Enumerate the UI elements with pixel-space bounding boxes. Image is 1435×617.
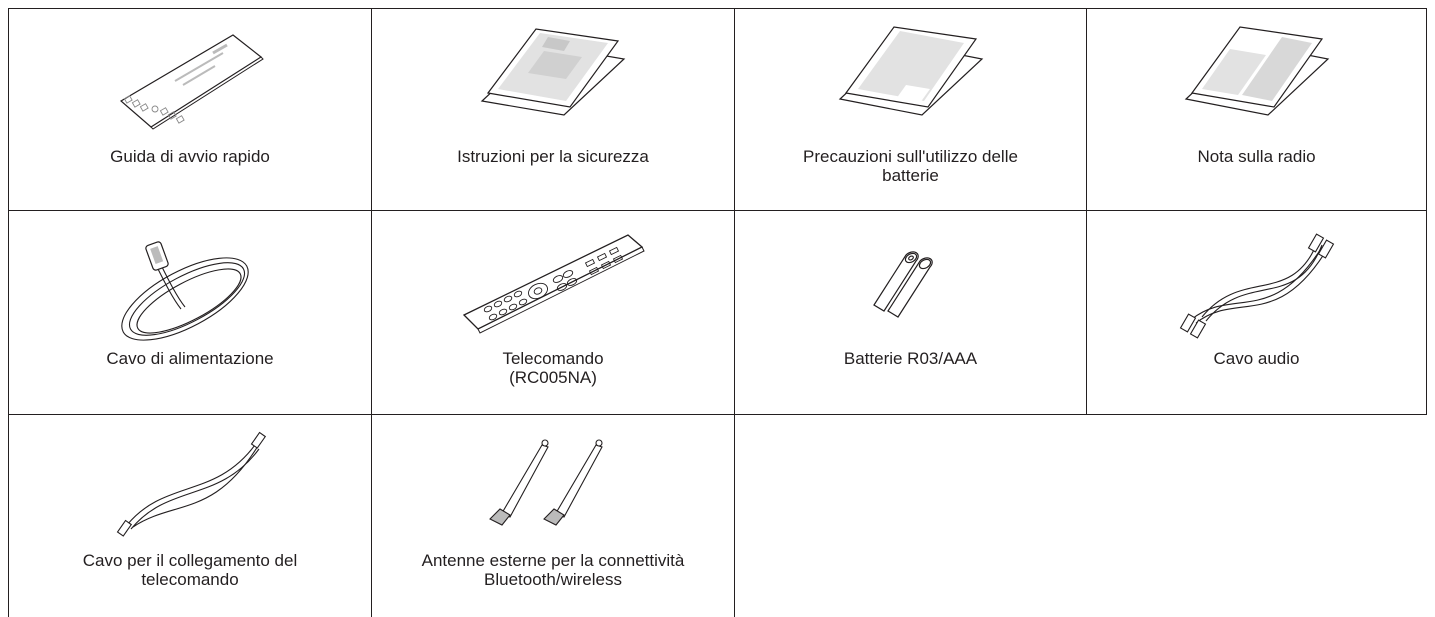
accessory-cell-battery-precautions: Precauzioni sull'utilizzo delle batterie bbox=[735, 9, 1086, 210]
accessory-cell-batteries: Batterie R03/AAA bbox=[735, 211, 1086, 414]
accessory-label: Cavo di alimentazione bbox=[106, 349, 274, 368]
accessory-cell-safety-instructions: Istruzioni per la sicurezza bbox=[372, 9, 734, 210]
accessory-label: Antenne esterne per la connettività bbox=[421, 551, 685, 570]
remote-connection-cable-icon bbox=[116, 431, 267, 537]
batteries-icon bbox=[872, 251, 933, 318]
accessory-label: Cavo audio bbox=[1213, 349, 1300, 368]
accessory-label: Cavo per il collegamento del bbox=[82, 551, 298, 570]
accessory-cell-audio-cable: Cavo audio bbox=[1087, 211, 1426, 414]
radio-note-leaflet-icon bbox=[1184, 26, 1329, 116]
accessory-label: Telecomando bbox=[502, 349, 604, 368]
accessory-cell-radio-note: Nota sulla radio bbox=[1087, 9, 1426, 210]
battery-precautions-leaflet-icon bbox=[838, 26, 983, 116]
accessory-label: Precauzioni sull'utilizzo delle bbox=[803, 147, 1018, 166]
quick-start-guide-icon bbox=[119, 34, 264, 130]
accessory-label: batterie bbox=[882, 166, 939, 185]
accessory-label: Nota sulla radio bbox=[1197, 147, 1316, 166]
accessory-label: Bluetooth/wireless bbox=[484, 570, 622, 589]
power-cord-icon bbox=[121, 241, 249, 341]
accessory-label: Guida di avvio rapido bbox=[110, 147, 270, 166]
accessories-table: Guida di avvio rapido Istruzioni per la … bbox=[8, 8, 1427, 617]
audio-cable-icon bbox=[1179, 233, 1334, 339]
safety-instructions-icon bbox=[480, 28, 626, 116]
accessory-cell-external-antennas: Antenne esterne per la connettività Blue… bbox=[372, 415, 734, 617]
accessory-cell-remote-connection-cable: Cavo per il collegamento del telecomando bbox=[9, 415, 371, 617]
accessory-label: Batterie R03/AAA bbox=[843, 349, 978, 368]
accessory-label: (RC005NA) bbox=[509, 368, 597, 387]
accessory-label: Istruzioni per la sicurezza bbox=[457, 147, 649, 166]
external-antennas-icon bbox=[489, 439, 603, 526]
accessory-cell-power-cord: Cavo di alimentazione bbox=[9, 211, 371, 414]
remote-control-icon bbox=[462, 234, 645, 334]
accessory-cell-quick-start-guide: Guida di avvio rapido bbox=[9, 9, 371, 210]
accessory-cell-remote-control: Telecomando (RC005NA) bbox=[372, 211, 734, 414]
accessory-label: telecomando bbox=[141, 570, 239, 589]
